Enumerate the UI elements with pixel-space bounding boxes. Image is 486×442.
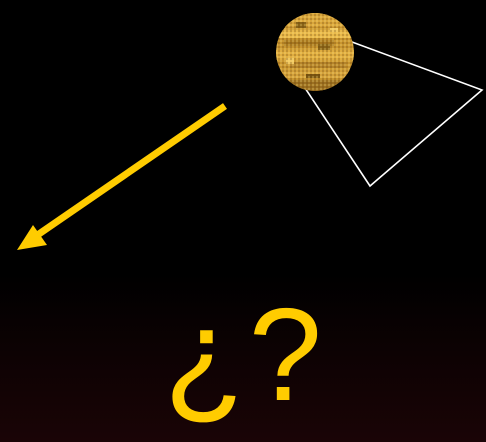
planet-icon[interactable] <box>276 13 354 92</box>
down-left-arrow-icon <box>17 106 225 250</box>
inverted-question-mark-text: ¿? <box>150 270 340 440</box>
